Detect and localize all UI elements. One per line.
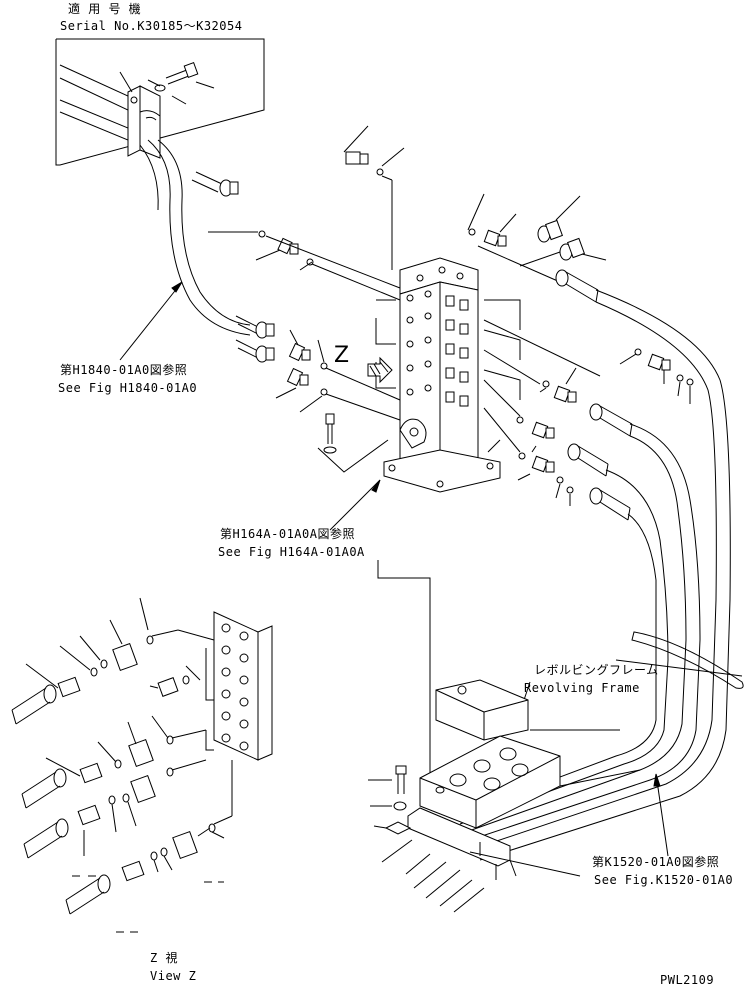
view-z-fitting-row — [23, 759, 207, 859]
frame-label-en: Revolving Frame — [524, 681, 640, 695]
ref3-label-jp: 第K1520-01A0図参照 — [592, 854, 719, 869]
serial-label-en: Serial No.K30185～K32054 — [60, 19, 242, 33]
ref2-label-en: See Fig H164A-01A0A — [218, 545, 365, 559]
view-z-letter: Z — [334, 343, 349, 368]
view-z-fitting-row — [59, 597, 215, 677]
view-z-fitting-row — [11, 663, 201, 725]
ref1-label-jp: 第H1840-01A0図参照 — [60, 362, 187, 377]
hose-fitting — [235, 339, 275, 363]
ref2-callout: 第H164A-01A0A図参照 See Fig H164A-01A0A — [218, 479, 431, 800]
fitting-top — [343, 125, 405, 270]
ref1-label-en: See Fig H1840-01A0 — [58, 381, 197, 395]
view-z-detail: Z 視 View Z — [11, 597, 273, 983]
revolving-frame: レボルビングフレーム Revolving Frame — [368, 663, 659, 913]
fittings-left — [208, 230, 401, 473]
view-z-label-jp: Z 視 — [150, 950, 178, 965]
hose-group-left: 第H1840-01A0図参照 See Fig H1840-01A0 — [58, 139, 275, 395]
fittings-right — [467, 193, 694, 521]
view-z-marker: Z — [334, 343, 393, 384]
serial-label-jp: 適 用 号 機 — [68, 1, 141, 16]
ref3-label-en: See Fig.K1520-01A0 — [594, 873, 733, 887]
hose-fitting — [235, 315, 275, 339]
ref2-label-jp: 第H164A-01A0A図参照 — [220, 526, 355, 541]
frame-label-jp: レボルビングフレーム — [534, 663, 659, 677]
drawing-code: PWL2109 — [660, 973, 714, 987]
hatched-arrow-icon — [367, 356, 393, 384]
serial-inset: 適 用 号 機 Serial No.K30185～K32054 — [55, 1, 265, 166]
hose-fitting — [191, 171, 239, 197]
view-z-fitting-row — [65, 760, 233, 915]
hose-loop-right: 第K1520-01A0図参照 See Fig.K1520-01A0 — [455, 289, 744, 887]
view-z-label-en: View Z — [150, 969, 196, 983]
control-valve-block — [375, 257, 521, 493]
view-z-fitting-row — [21, 715, 207, 809]
